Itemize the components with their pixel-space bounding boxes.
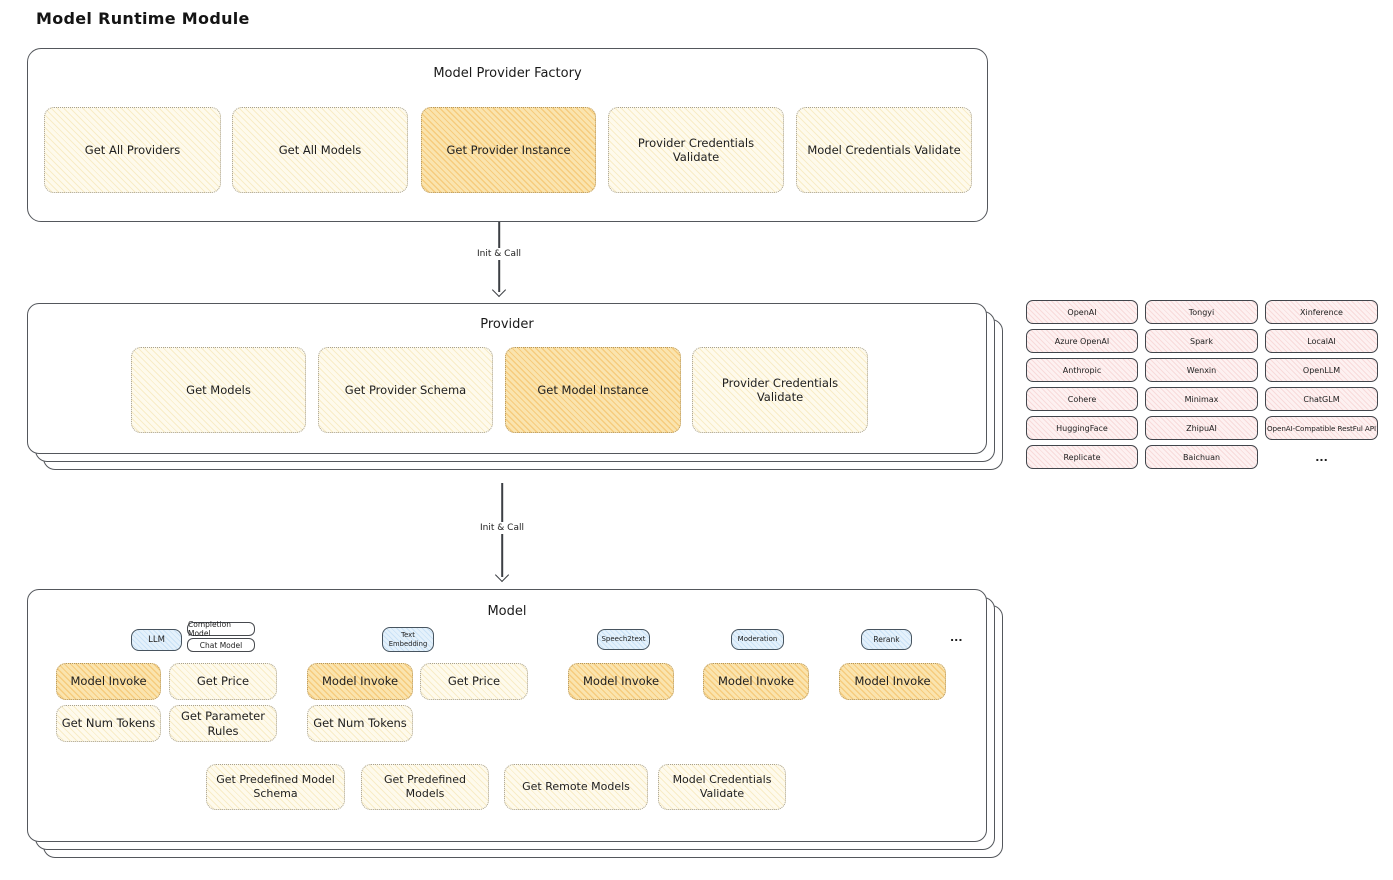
text-embedding-get-price: Get Price <box>420 663 528 700</box>
common-get-predefined-model-schema: Get Predefined Model Schema <box>206 764 345 810</box>
vendor-more-ellipsis: ... <box>1315 450 1328 464</box>
vendor-replicate: Replicate <box>1026 445 1138 469</box>
llm-get-price: Get Price <box>169 663 277 700</box>
common-get-remote-models: Get Remote Models <box>504 764 648 810</box>
vendor-zhipuai: ZhipuAI <box>1145 416 1258 440</box>
tag-rerank: Rerank <box>861 629 912 650</box>
provider-panel: Provider Get Models Get Provider Schema … <box>27 303 987 454</box>
factory-provider-credentials-validate: Provider Credentials Validate <box>608 107 784 193</box>
init-call-label-1: Init & Call <box>473 248 525 260</box>
vendor-huggingface: HuggingFace <box>1026 416 1138 440</box>
vendor-tongyi: Tongyi <box>1145 300 1258 324</box>
rerank-model-invoke: Model Invoke <box>839 663 946 700</box>
vendor-baichuan: Baichuan <box>1145 445 1258 469</box>
model-provider-factory-panel: Model Provider Factory Get All Providers… <box>27 48 988 222</box>
vendor-xinference: Xinference <box>1265 300 1378 324</box>
model-title: Model <box>487 604 527 619</box>
provider-get-provider-schema: Get Provider Schema <box>318 347 493 433</box>
common-get-predefined-models: Get Predefined Models <box>361 764 489 810</box>
vendor-openllm: OpenLLM <box>1265 358 1378 382</box>
vendor-chatglm: ChatGLM <box>1265 387 1378 411</box>
tag-completion-model: Completion Model <box>187 620 255 638</box>
provider-get-model-instance: Get Model Instance <box>505 347 681 433</box>
vendor-anthropic: Anthropic <box>1026 358 1138 382</box>
llm-model-invoke: Model Invoke <box>56 663 161 700</box>
vendor-localai: LocalAI <box>1265 329 1378 353</box>
tag-text-embedding: Text Embedding <box>382 627 434 652</box>
text-embedding-model-invoke: Model Invoke <box>307 663 413 700</box>
tag-speech2text: Speech2text <box>597 629 650 650</box>
llm-get-parameter-rules: Get Parameter Rules <box>169 705 277 742</box>
vendor-grid: OpenAI Tongyi Xinference Azure OpenAI Sp… <box>1026 300 1378 469</box>
tag-moderation: Moderation <box>731 629 784 650</box>
provider-title: Provider <box>480 317 534 332</box>
vendor-spark: Spark <box>1145 329 1258 353</box>
vendor-minimax: Minimax <box>1145 387 1258 411</box>
vendor-openai-compatible-restful-api: OpenAI-Compatible RestFul API <box>1265 416 1378 440</box>
provider-get-models: Get Models <box>131 347 306 433</box>
model-panel: Model LLM Completion Model Chat Model Te… <box>27 589 987 842</box>
provider-provider-credentials-validate: Provider Credentials Validate <box>692 347 868 433</box>
factory-get-all-providers: Get All Providers <box>44 107 221 193</box>
tag-more-ellipsis: ... <box>950 631 963 644</box>
common-model-credentials-validate: Model Credentials Validate <box>658 764 786 810</box>
init-call-label-2: Init & Call <box>476 522 528 534</box>
factory-get-all-models: Get All Models <box>232 107 408 193</box>
page-title: Model Runtime Module <box>36 9 250 28</box>
tag-llm: LLM <box>131 629 182 651</box>
text-embedding-get-num-tokens: Get Num Tokens <box>307 705 413 742</box>
vendor-wenxin: Wenxin <box>1145 358 1258 382</box>
factory-title: Model Provider Factory <box>433 66 582 81</box>
arrowhead-icon <box>494 567 510 583</box>
moderation-model-invoke: Model Invoke <box>703 663 809 700</box>
vendor-openai: OpenAI <box>1026 300 1138 324</box>
vendor-azure-openai: Azure OpenAI <box>1026 329 1138 353</box>
tag-chat-model: Chat Model <box>187 638 255 652</box>
arrowhead-icon <box>491 282 507 298</box>
factory-get-provider-instance: Get Provider Instance <box>421 107 596 193</box>
vendor-cohere: Cohere <box>1026 387 1138 411</box>
llm-get-num-tokens: Get Num Tokens <box>56 705 161 742</box>
speech2text-model-invoke: Model Invoke <box>568 663 674 700</box>
factory-model-credentials-validate: Model Credentials Validate <box>796 107 972 193</box>
init-call-arrow-2: Init & Call <box>472 483 532 583</box>
init-call-arrow-1: Init & Call <box>469 222 529 298</box>
